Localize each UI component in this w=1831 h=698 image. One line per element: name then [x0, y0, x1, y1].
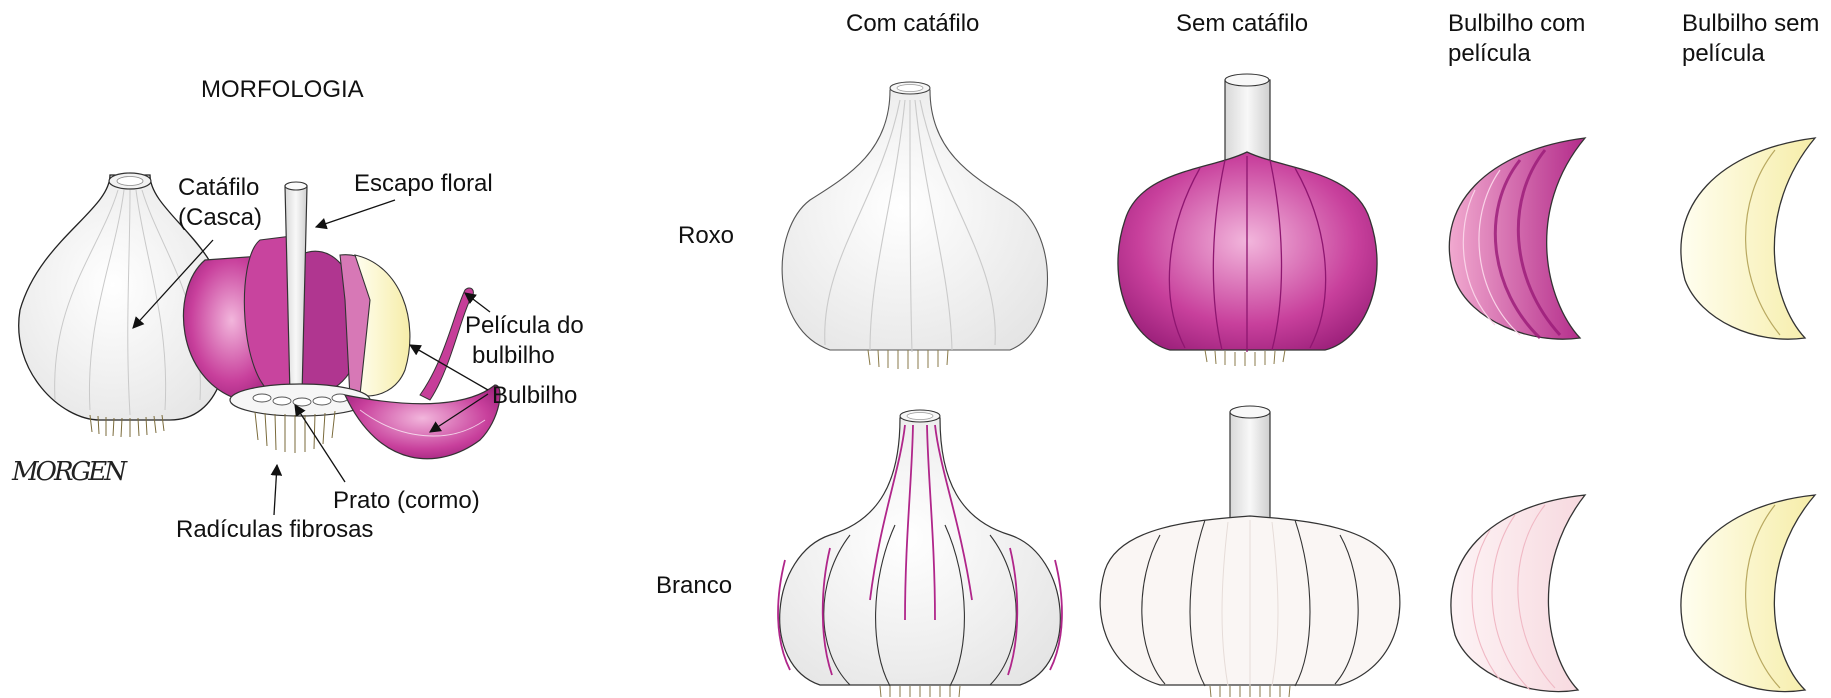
- branco-bulbilho-sem-pelicula: [1681, 495, 1815, 692]
- label-catafilo-casca: (Casca): [178, 204, 262, 232]
- label-pelicula-bulbilho: bulbilho: [472, 342, 555, 370]
- row-header-roxo: Roxo: [678, 222, 734, 250]
- artist-signature: MORGEN: [12, 458, 124, 486]
- column-header-bulbilho-com: Bulbilho com: [1448, 10, 1585, 38]
- column-header-bulbilho-sem: Bulbilho sem: [1682, 10, 1819, 38]
- label-escapo-floral: Escapo floral: [354, 170, 493, 198]
- column-header-bulbilho-com-pelicula: película: [1448, 40, 1531, 68]
- column-header-sem-catafilo: Sem catáfilo: [1176, 10, 1308, 38]
- branco-bulbilho-com-pelicula: [1451, 495, 1585, 692]
- roxo-sem-catafilo: [1118, 74, 1377, 366]
- label-catafilo: Catáfilo: [178, 174, 259, 202]
- roxo-bulbilho-sem-pelicula: [1681, 138, 1815, 339]
- label-bulbilho: Bulbilho: [492, 382, 577, 410]
- column-header-com-catafilo: Com catáfilo: [846, 10, 979, 38]
- column-header-bulbilho-sem-pelicula: película: [1682, 40, 1765, 68]
- label-prato-cormo: Prato (cormo): [333, 487, 480, 515]
- branco-com-catafilo: [778, 410, 1062, 697]
- roxo-com-catafilo: [782, 82, 1047, 369]
- morphology-title: MORFOLOGIA: [201, 76, 364, 104]
- branco-sem-catafilo: [1100, 406, 1400, 697]
- label-radiculas-fibrosas: Radículas fibrosas: [176, 516, 373, 544]
- row-header-branco: Branco: [656, 572, 732, 600]
- label-pelicula-do: Película do: [465, 312, 584, 340]
- roxo-bulbilho-com-pelicula: [1449, 138, 1585, 339]
